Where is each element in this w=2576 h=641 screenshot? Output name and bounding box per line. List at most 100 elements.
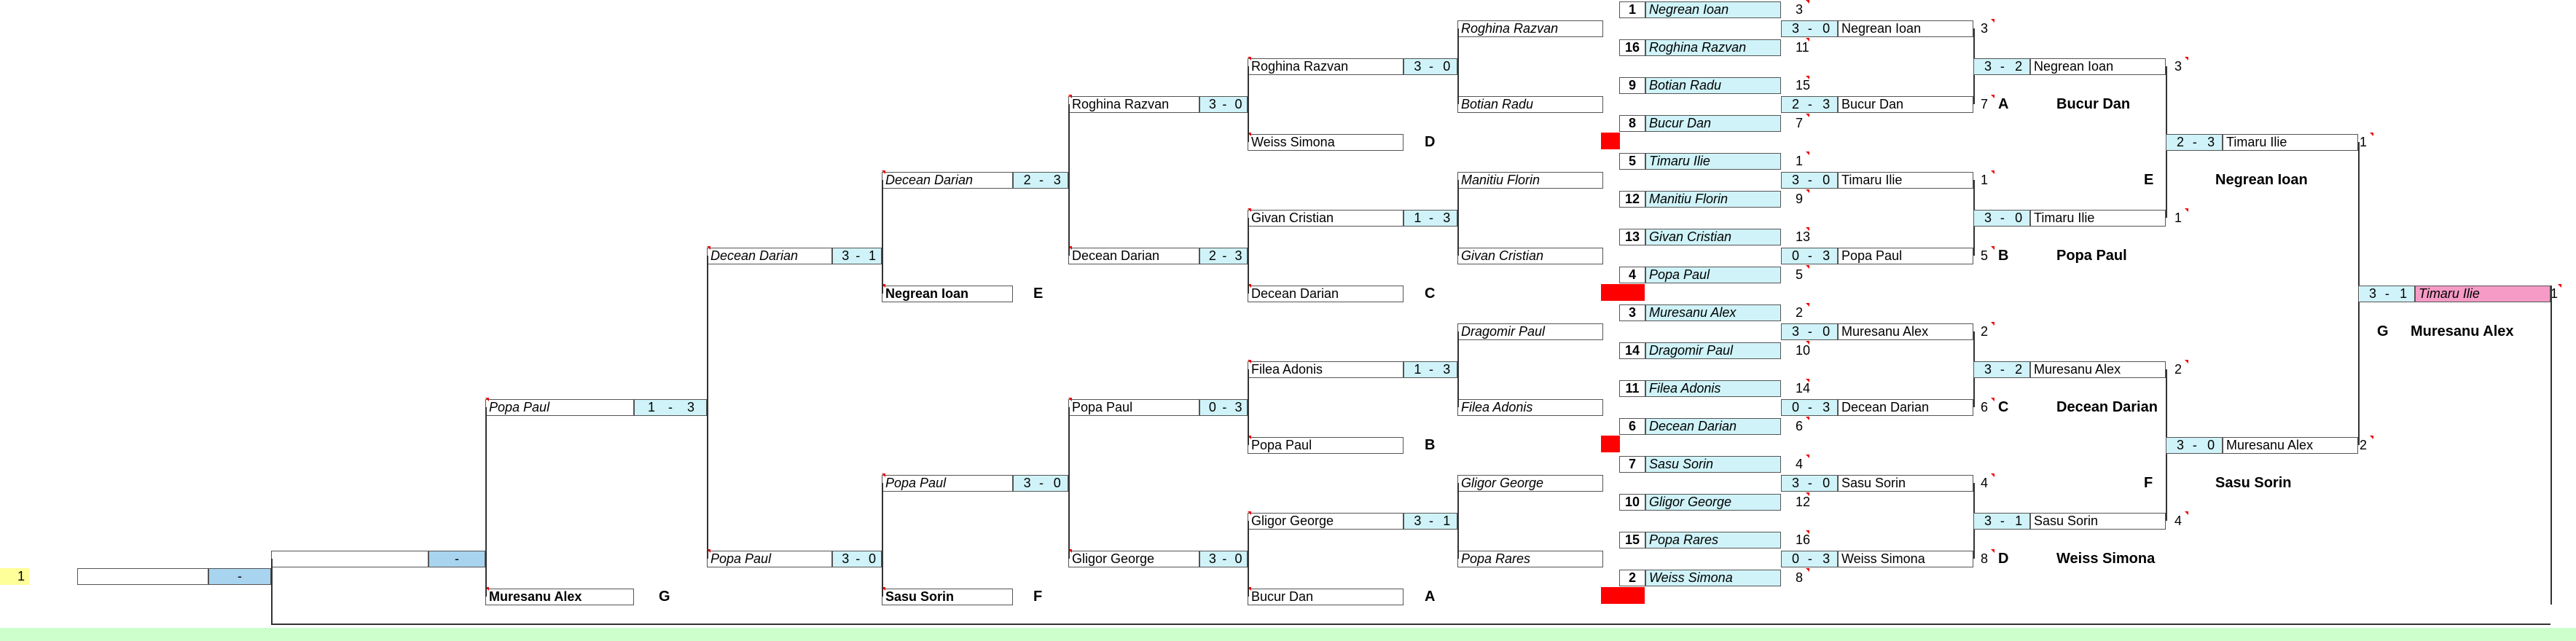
comment-marker xyxy=(2370,436,2373,439)
winner-cell: Muresanu Alex xyxy=(2223,437,2358,454)
comment-marker xyxy=(1248,436,1251,439)
score-digit: - xyxy=(1038,173,1044,187)
loss-marker xyxy=(1601,284,1645,301)
score-digit: - xyxy=(1038,476,1044,490)
score-digit: - xyxy=(1222,400,1227,414)
seed-cell: 4 xyxy=(1619,267,1645,283)
entry-number: 1 xyxy=(2550,286,2559,301)
comment-marker xyxy=(2185,360,2188,363)
comment-marker xyxy=(1991,246,1994,250)
score-digit: 3 xyxy=(1792,21,1800,36)
player-cell: Weiss Simona xyxy=(1645,570,1781,586)
loser-letter: G xyxy=(2377,323,2389,339)
score-digit: 3 xyxy=(1234,400,1242,414)
score-digit: 2 xyxy=(1792,97,1800,111)
score-digit: 2 xyxy=(2177,135,2185,149)
entry-number: 1 xyxy=(2174,211,2182,225)
comment-marker xyxy=(1806,152,1809,155)
comment-marker xyxy=(1248,360,1251,363)
score-digit: - xyxy=(2192,438,2197,452)
loser-input-cell: Roghina Razvan xyxy=(1457,20,1603,37)
bracket-line xyxy=(882,483,883,597)
score-digit: 3 xyxy=(1792,324,1800,339)
comment-marker xyxy=(1806,455,1809,458)
bracket-line xyxy=(1457,483,1459,559)
score-digit: - xyxy=(1807,97,1812,111)
comment-marker xyxy=(1991,549,1994,553)
seed-cell: 2 xyxy=(1619,570,1645,586)
score-digit: 3 xyxy=(1414,514,1422,528)
seed-cell: 12 xyxy=(1619,191,1645,208)
losers-r2-cell: Popa Paul xyxy=(1068,399,1199,416)
score-digit: 1 xyxy=(1443,514,1451,528)
loser-name: Muresanu Alex xyxy=(2411,323,2514,339)
losers-r1-cell: Gligor George xyxy=(1248,513,1404,530)
score-digit: 2 xyxy=(2015,362,2023,377)
score-digit: 3 xyxy=(1792,173,1800,187)
bracket-line xyxy=(485,407,487,597)
losers-r1-cell: Filea Adonis xyxy=(1248,361,1404,378)
seed-cell: 13 xyxy=(1619,229,1645,245)
seed-cell: 11 xyxy=(1619,380,1645,397)
score-cell: 3-0 xyxy=(1781,20,1838,37)
entry-number: 3 xyxy=(1796,2,1804,17)
score-cell: 3-0 xyxy=(1781,172,1838,189)
score-cell: 3-0 xyxy=(1199,96,1248,113)
comment-marker xyxy=(707,246,710,250)
score-digit: 0 xyxy=(1792,551,1800,566)
score-digit: 3 xyxy=(2369,286,2377,301)
winner-cell: Bucur Dan xyxy=(1838,96,1973,113)
score-digit: - xyxy=(1807,173,1812,187)
score-digit: 3 xyxy=(1208,97,1216,111)
comment-marker xyxy=(1806,265,1809,269)
comment-marker xyxy=(485,587,489,591)
bracket-line xyxy=(1248,218,1249,294)
entry-number: 15 xyxy=(1796,78,1811,93)
score-digit: - xyxy=(1429,362,1434,377)
score-digit: 0 xyxy=(2207,438,2215,452)
comment-marker xyxy=(2185,511,2188,515)
score-digit: 3 xyxy=(1792,476,1800,490)
entry-number: 4 xyxy=(1796,457,1804,471)
score-digit: - xyxy=(1222,248,1227,263)
score-digit: 0 xyxy=(1053,476,1061,490)
loser-name: Decean Darian xyxy=(2056,399,2158,415)
footer-bar xyxy=(0,628,2576,641)
score-digit: 3 xyxy=(1984,211,1992,225)
drop-letter: E xyxy=(1033,286,1044,302)
entry-number: 12 xyxy=(1796,495,1811,509)
score-cell: 2-3 xyxy=(2166,134,2223,151)
player-cell: Timaru Ilie xyxy=(1645,153,1781,170)
losers-r5-cell: Popa Paul xyxy=(485,399,634,416)
score-digit: 1 xyxy=(2015,514,2023,528)
score-digit: 3 xyxy=(1823,400,1831,414)
seed-cell: 7 xyxy=(1619,456,1645,473)
seed-cell: 10 xyxy=(1619,494,1645,511)
score-digit: 0 xyxy=(868,551,876,566)
comment-marker xyxy=(882,473,885,477)
drop-letter: B xyxy=(1425,437,1436,453)
score-digit: - xyxy=(2000,514,2005,528)
comment-marker xyxy=(1806,114,1809,117)
drop-cell: Bucur Dan xyxy=(1248,589,1404,605)
player-cell: Gligor George xyxy=(1645,494,1781,511)
seed-cell: 6 xyxy=(1619,418,1645,435)
entry-number: 4 xyxy=(1981,476,1989,490)
score-cell: 2-3 xyxy=(1781,96,1838,113)
entry-number: 11 xyxy=(1796,40,1809,55)
player-cell: Bucur Dan xyxy=(1645,115,1781,132)
comment-marker xyxy=(2370,133,2373,136)
comment-marker xyxy=(707,549,710,553)
winner-cell: Muresanu Alex xyxy=(2030,361,2166,378)
score-digit: 2 xyxy=(2015,59,2023,74)
score-digit: 3 xyxy=(687,400,695,414)
score-cell: 3-0 xyxy=(1199,551,1248,567)
player-cell: Negrean Ioan xyxy=(1645,1,1781,18)
entry-number: 7 xyxy=(1796,116,1804,130)
loser-letter: B xyxy=(1998,248,2009,264)
drop-letter: A xyxy=(1425,589,1436,605)
score-digit: 0 xyxy=(1823,476,1831,490)
entry-number: 1 xyxy=(1796,154,1804,168)
entry-number: 6 xyxy=(1796,419,1804,433)
